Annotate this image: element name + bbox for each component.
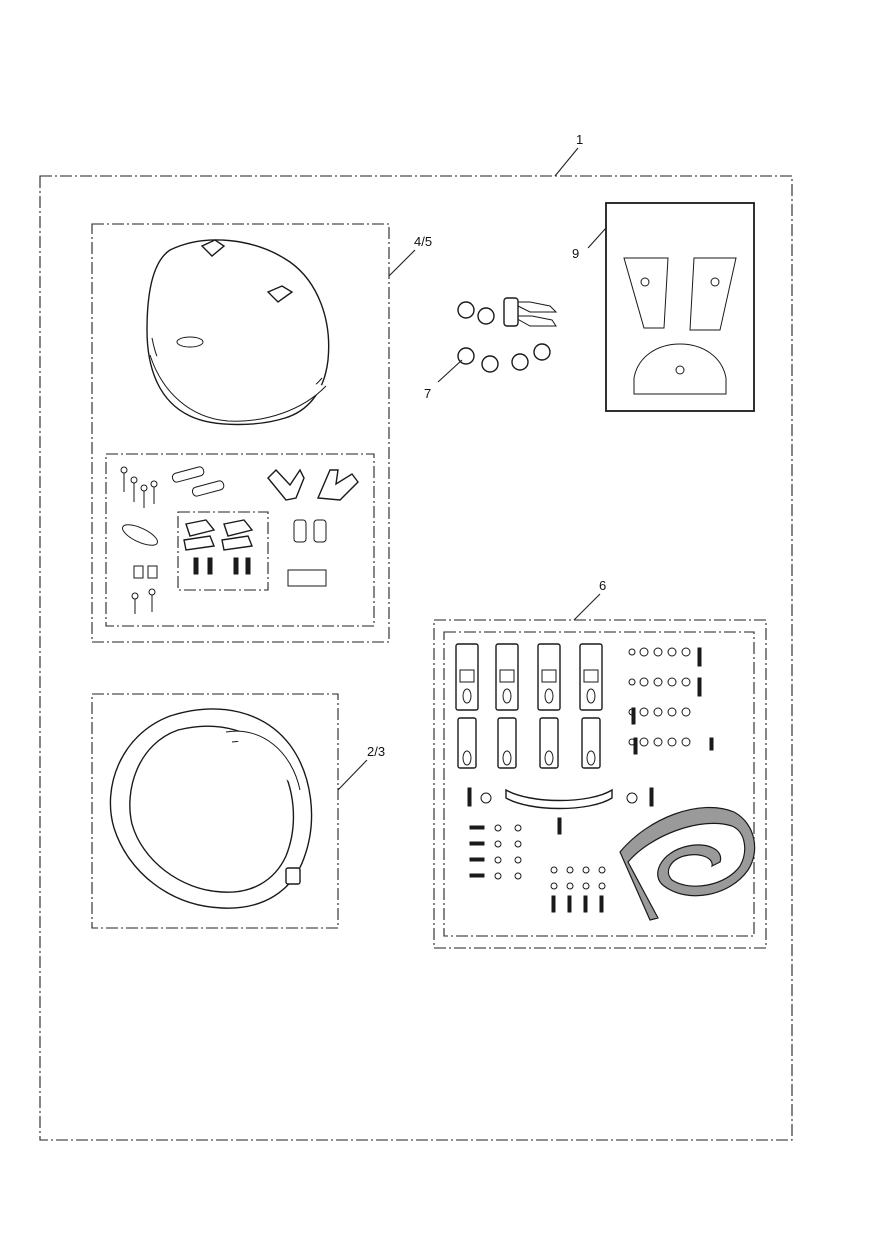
screw-grid-center	[550, 866, 606, 913]
template-sheet: 9	[572, 202, 755, 412]
bracket-set-lower	[457, 717, 601, 769]
handle-bar	[467, 787, 654, 835]
callout-template: 9	[572, 246, 579, 261]
fastener-rows	[628, 647, 714, 755]
screw-grid-left	[469, 824, 522, 880]
lock-set: 7	[424, 297, 558, 401]
callout-kit: 1	[576, 132, 583, 147]
pannier-base-shell	[109, 708, 313, 909]
callout-pannier-lid: 4/5	[414, 234, 432, 249]
mounting-kit-group: 6	[433, 578, 767, 949]
rubber-strap	[619, 806, 756, 921]
bracket-set-upper	[455, 643, 603, 711]
kit-frame: 1	[39, 132, 793, 1141]
pannier-base-group: 2/3	[91, 693, 385, 929]
pannier-lid-shell	[146, 239, 330, 426]
callout-mounting-kit: 6	[599, 578, 606, 593]
callout-lock-set: 7	[424, 386, 431, 401]
callout-pannier-base: 2/3	[367, 744, 385, 759]
pannier-lid-group: 4/5	[91, 223, 432, 643]
lid-fittings	[120, 466, 359, 614]
